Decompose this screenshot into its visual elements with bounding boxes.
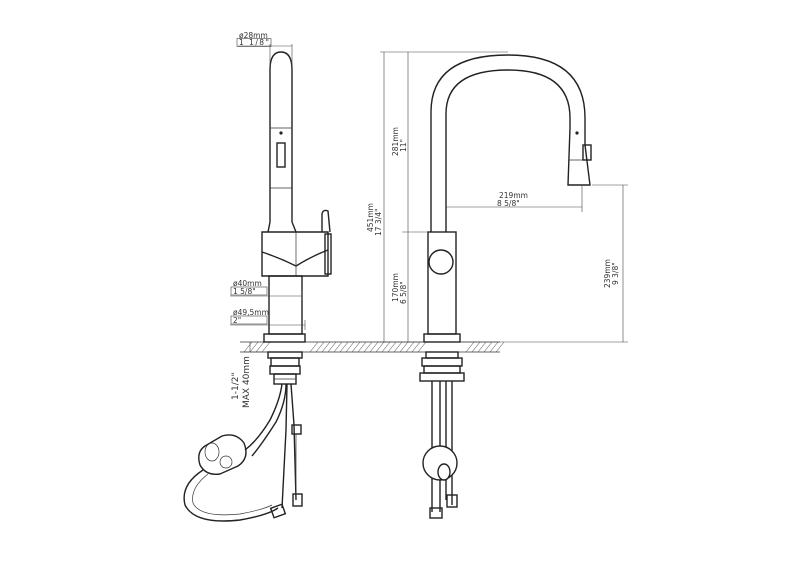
body-diameter-imperial: 1 5/8"	[233, 287, 256, 296]
side-dimension-lines	[230, 44, 306, 353]
body-height-label: 170mm 6 5/8"	[391, 273, 408, 304]
clearance-label: 239mm 9 3/8"	[603, 259, 620, 288]
deck-max-label: MAX 40mm	[242, 356, 252, 408]
front-view-faucet	[419, 54, 592, 519]
mounting-requirements: 1-1/2" MAX 40mm	[231, 356, 252, 408]
spout-height-label: 281mm 11"	[391, 127, 408, 156]
base-diameter-label: ø49,5mm 2"	[230, 308, 269, 325]
spout-height-imperial: 11"	[399, 139, 408, 152]
total-height-imperial: 17 3/4"	[374, 209, 383, 236]
total-height-label: 451mm 17 3/4"	[366, 203, 383, 236]
spout-diameter-label: ø28mm 1 1/8"	[236, 31, 272, 47]
spout-height-metric: 281mm	[391, 127, 400, 156]
body-diameter-label: ø40mm 1 5/8"	[230, 279, 268, 296]
base-diameter-imperial: 2"	[233, 316, 241, 325]
base-diameter-metric: ø49,5mm	[233, 308, 269, 317]
clearance-metric: 239mm	[603, 259, 612, 288]
body-diameter-metric: ø40mm	[233, 279, 262, 288]
reach-imperial: 8 5/8"	[497, 199, 520, 208]
side-view-faucet	[183, 51, 332, 522]
spout-diameter-metric: ø28mm	[239, 31, 268, 40]
reach-metric: 219mm	[499, 191, 528, 200]
reach-label: 219mm 8 5/8"	[497, 191, 528, 208]
total-height-metric: 451mm	[366, 203, 375, 232]
clearance-imperial: 9 3/8"	[611, 262, 620, 285]
hole-size-label: 1-1/2"	[231, 372, 241, 400]
countertop	[240, 341, 505, 353]
body-height-imperial: 6 5/8"	[399, 281, 408, 304]
front-dimension-lines	[378, 51, 628, 343]
body-height-metric: 170mm	[391, 273, 400, 302]
